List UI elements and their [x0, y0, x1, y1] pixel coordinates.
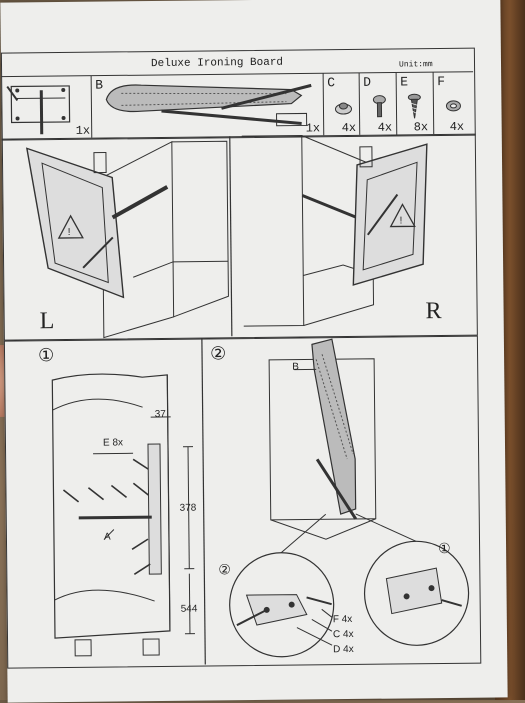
bolt-d-icon: [369, 95, 389, 119]
mount-right-label: R: [425, 298, 441, 325]
part-e-qty: 8x: [414, 120, 429, 134]
step-2-callout-c: C 4x: [333, 629, 354, 640]
mount-left-label: L: [40, 308, 55, 335]
screw-e-icon: [404, 93, 424, 119]
step-1-bottom-dim: 544: [181, 604, 198, 615]
step-1-height-dim: 378: [180, 503, 197, 514]
washer-f-icon: [443, 96, 463, 116]
part-d-letter: D: [363, 75, 371, 90]
part-e-letter: E: [400, 74, 408, 89]
step-1-part-a-label: A: [104, 532, 111, 543]
ironing-board-drawing: [101, 77, 322, 134]
step-2-callout-f: F 4x: [333, 614, 353, 625]
step-1-number: ①: [38, 345, 54, 366]
step-2-detail-left-number: ②: [218, 562, 231, 579]
part-1-qty: 1x: [76, 124, 91, 138]
step-2-part-b-label: B: [292, 362, 299, 373]
step-1-width-dim: 37: [155, 409, 166, 420]
part-f-letter: F: [437, 74, 445, 89]
svg-text:!: !: [68, 227, 71, 238]
nut-c-icon: [333, 97, 353, 117]
step-2-drawing: [204, 338, 477, 661]
step-2-detail-right-number: ①: [438, 541, 451, 558]
step-2-callout-d: D 4x: [333, 644, 354, 655]
svg-text:!: !: [400, 215, 403, 226]
part-d-qty: 4x: [378, 121, 393, 135]
mounting-drawings: ! !: [2, 134, 476, 339]
step-1-drawing: [32, 369, 205, 661]
part-b-qty: 1x: [306, 121, 321, 135]
part-c-letter: C: [327, 75, 335, 90]
instruction-sheet: Deluxe Ironing Board Unit:mm 1x B 1x C 4…: [0, 0, 507, 703]
part-f-qty: 4x: [450, 120, 465, 134]
step-1-screw-callout: E 8x: [103, 437, 123, 448]
part-c-qty: 4x: [342, 121, 357, 135]
